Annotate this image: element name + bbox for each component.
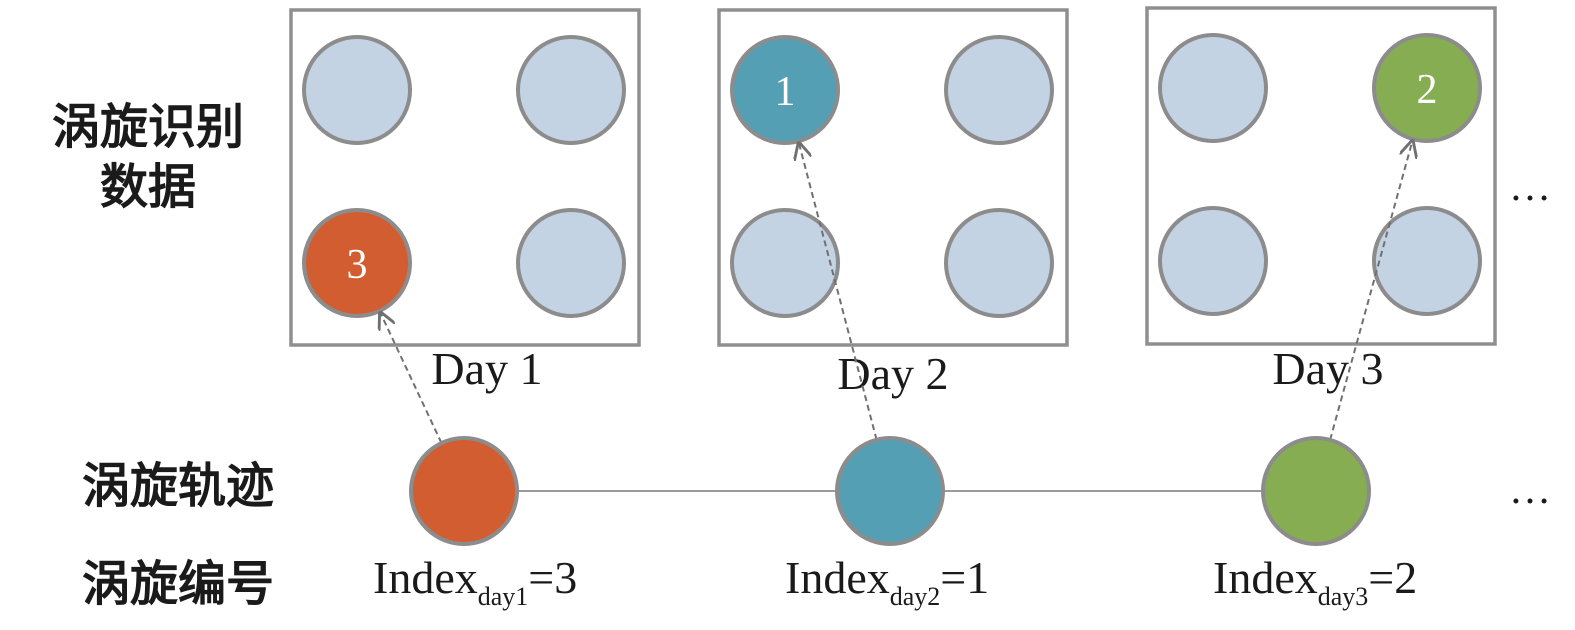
- track-arrow: [380, 313, 443, 444]
- index-subscript: day1: [478, 582, 529, 611]
- index-base: Index: [785, 552, 890, 603]
- vortex-number: 3: [347, 242, 368, 288]
- track-node: [835, 436, 945, 546]
- track-arrow: [1329, 141, 1412, 441]
- day-box: [717, 8, 1069, 347]
- index-base: Index: [373, 552, 478, 603]
- index-label: Indexday1=3: [373, 552, 577, 611]
- index-label: Indexday3=2: [1213, 552, 1417, 611]
- index-value: =2: [1368, 552, 1417, 603]
- track-arrow: [799, 143, 878, 440]
- index-value: =3: [528, 552, 577, 603]
- index-label: Indexday2=1: [785, 552, 989, 611]
- track-node: [1261, 436, 1371, 546]
- ellipsis-top: …: [1509, 164, 1551, 210]
- vortex-candidate: [1158, 206, 1268, 316]
- vortex-candidate: [516, 35, 626, 145]
- vortex-selected: [1372, 33, 1482, 143]
- track-node: [409, 436, 519, 546]
- vortex-candidate: [516, 208, 626, 318]
- row-label-detection-line2: 数据: [100, 159, 196, 215]
- index-subscript: day2: [890, 582, 941, 611]
- row-label-detection-line1: 涡旋识别: [52, 99, 244, 155]
- vortex-candidate: [1158, 33, 1268, 143]
- vortex-candidate: [302, 35, 412, 145]
- ellipsis-bottom: …: [1509, 467, 1551, 513]
- row-label-index: 涡旋编号: [82, 556, 274, 612]
- index-value: =1: [940, 552, 989, 603]
- day-box: [1145, 6, 1497, 346]
- vortex-candidate: [1372, 206, 1482, 316]
- vortex-selected: [730, 35, 840, 145]
- day-label: Day 3: [1272, 343, 1383, 394]
- vortex-candidate: [944, 35, 1054, 145]
- vortex-number: 1: [775, 69, 796, 115]
- vortex-candidate: [730, 208, 840, 318]
- row-label-track: 涡旋轨迹: [82, 458, 274, 514]
- vortex-selected: [302, 208, 412, 318]
- day-label: Day 2: [837, 348, 948, 399]
- index-base: Index: [1213, 552, 1318, 603]
- index-subscript: day3: [1318, 582, 1369, 611]
- vortex-candidate: [944, 208, 1054, 318]
- day-box: [289, 8, 641, 347]
- day-label: Day 1: [431, 343, 542, 394]
- vortex-number: 2: [1417, 67, 1438, 113]
